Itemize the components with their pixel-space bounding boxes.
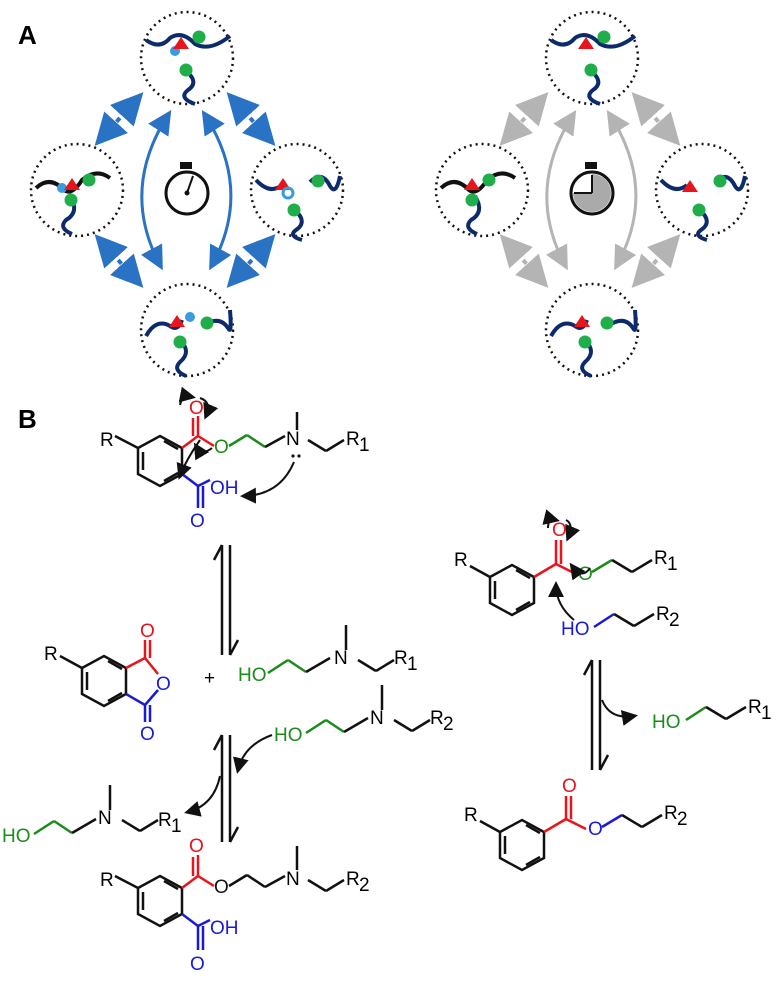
atom-subscript: 1 [359, 435, 370, 456]
curved-arrow [606, 109, 638, 271]
atom-label: R [100, 870, 114, 891]
atom-label: R [346, 429, 360, 450]
atom-label: OH [210, 918, 239, 939]
released-amino-alcohol-r1 [33, 785, 159, 836]
dashed-arrow [631, 234, 681, 288]
amino-alcohol-r1 [267, 625, 395, 675]
atom-subscript: 2 [443, 714, 454, 735]
atom-label: O [214, 877, 229, 898]
atom-label: O [562, 776, 577, 797]
state-circle-left [434, 142, 530, 238]
atom-subscript: 1 [171, 816, 182, 837]
atom-subscript: 2 [359, 875, 370, 896]
atom-label: O [190, 511, 205, 532]
benzoate-ester-r1 [469, 540, 653, 617]
lone-pair [297, 454, 301, 458]
phthalic-anhydride [59, 640, 159, 722]
atom-label: R [656, 604, 670, 625]
state-circle-bottom [544, 282, 640, 378]
atom-label: O [588, 819, 603, 840]
atom-label: R [454, 550, 468, 571]
panel-a-label: A [18, 20, 37, 50]
lone-pair [291, 454, 295, 458]
state-circle-top [139, 10, 235, 106]
amino-alcohol-r2 [305, 685, 431, 735]
atom-subscript: 1 [407, 654, 418, 675]
dashed-arrow [226, 92, 276, 146]
equilibrium-arrow [212, 544, 240, 656]
atom-label: O [189, 398, 204, 419]
dashed-arrow [94, 234, 144, 288]
equilibrium-arrow [184, 734, 273, 843]
atom-label: R [748, 697, 762, 718]
dashed-arrow [631, 92, 681, 146]
atom-label: HO [274, 725, 303, 746]
dashed-arrow [499, 234, 549, 288]
stopwatch-icon [164, 162, 210, 216]
atom-label: HO [238, 665, 267, 686]
atom-label: R [654, 548, 668, 569]
atom-label: N [286, 429, 300, 450]
released-alcohol-r1 [685, 705, 747, 722]
atom-label: N [334, 648, 348, 669]
curved-arrow [201, 109, 233, 271]
equilibrium-arrow [582, 659, 638, 771]
atom-label: O [140, 621, 155, 642]
atom-label: O [552, 520, 567, 541]
atom-label: R [430, 708, 444, 729]
atom-label: N [370, 708, 384, 729]
atom-label: O [189, 836, 204, 857]
dashed-arrow [226, 234, 276, 288]
atom-label: R [394, 648, 408, 669]
network-slow [434, 10, 750, 378]
atom-label: R [44, 644, 58, 665]
atom-label: OH [210, 478, 239, 499]
curved-arrow [140, 109, 172, 271]
atom-label: HO [2, 826, 31, 847]
atom-label: R [664, 803, 678, 824]
atom-label: HO [652, 712, 681, 733]
atom-label: O [214, 437, 229, 458]
state-circle-right [249, 142, 345, 242]
atom-label: N [286, 869, 300, 890]
state-circle-right [654, 142, 750, 242]
atom-subscript: 2 [669, 610, 680, 631]
state-circle-left [29, 142, 125, 238]
panel-b-label: B [18, 404, 37, 434]
atom-subscript: 2 [677, 809, 688, 830]
attacking-alcohol-r2 [593, 612, 655, 629]
atom-label: R [158, 810, 172, 831]
stopwatch-icon [569, 162, 615, 216]
atom-label: R [464, 805, 478, 826]
mechanism-arrows [542, 509, 591, 621]
atom-label: N [98, 808, 112, 829]
plus-sign: + [204, 668, 215, 689]
dashed-arrow [499, 92, 549, 146]
atom-label: R [100, 430, 114, 451]
state-circle-top [544, 10, 640, 106]
atom-label: O [190, 954, 205, 975]
atom-label: R [346, 869, 360, 890]
phthalate-monoester-top [114, 412, 345, 508]
phthalate-monoester-bottom [114, 846, 345, 950]
benzoate-ester-r2 [479, 796, 663, 872]
curved-arrow [545, 109, 577, 271]
atom-label: O [140, 724, 155, 745]
mechanism-arrows [176, 386, 295, 504]
atom-label: HO [561, 619, 590, 640]
dashed-arrow [94, 92, 144, 146]
atom-subscript: 1 [761, 703, 772, 724]
atom-label: O [578, 564, 593, 585]
network-fast [29, 10, 345, 378]
atom-subscript: 1 [667, 554, 678, 575]
atom-label: O [156, 674, 171, 695]
state-circle-bottom [139, 282, 235, 378]
